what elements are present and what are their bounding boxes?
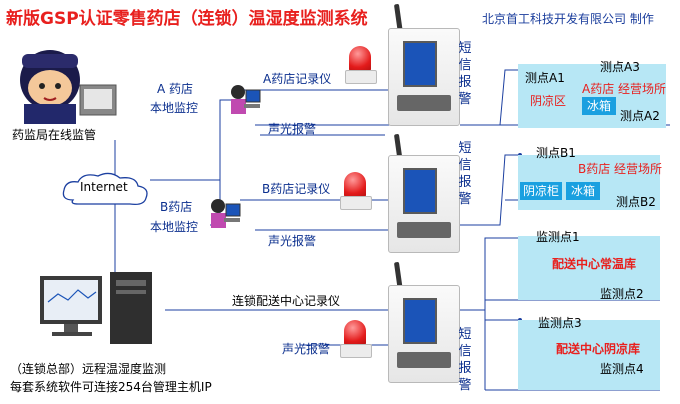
hq-label-line2: 每套系统软件可连接254台管理主机IP (10, 380, 212, 394)
monitor-point-4-label: 监测点4 (600, 362, 644, 376)
monitor-point-3-label: 监测点3 (538, 316, 582, 330)
store-a-local-line1: A 药店 (157, 82, 194, 96)
store-a-sms-alert: 短信报警 (458, 41, 472, 107)
store-b-operator-icon (206, 196, 242, 232)
hq-computer-icon (40, 272, 165, 350)
center-cool-zone (518, 320, 660, 390)
monitor-point-2-label: 监测点2 (600, 287, 644, 301)
center-sms-alert: 短信报警 (458, 327, 472, 393)
store-a-zone-title: A药店 经营场所 (582, 82, 667, 96)
page-title: 新版GSP认证零售药店（连锁）温湿度监测系统 (6, 9, 368, 29)
company-credit: 北京首工科技开发有限公司 制作 (482, 12, 654, 26)
store-b-alarm-label: 声光报警 (268, 234, 317, 248)
internet-cloud-icon (58, 170, 153, 210)
store-b-local-line1: B药店 (160, 200, 193, 214)
point-a1-label: 测点A1 (525, 71, 565, 85)
store-a-alarm-label: 声光报警 (268, 122, 317, 136)
store-b-area-cabinet: 阴凉柜 (520, 182, 562, 200)
store-a-operator-icon (226, 82, 262, 118)
store-b-zone-title: B药店 经营场所 (578, 162, 663, 176)
point-b2-label: 测点B2 (616, 195, 656, 209)
center-recorder-label: 连锁配送中心记录仪 (232, 294, 341, 308)
store-a-recorder-device (388, 28, 460, 126)
store-b-area-fridge: 冰箱 (566, 182, 600, 200)
store-b-recorder-label: B药店记录仪 (262, 182, 331, 196)
center-recorder-device (388, 285, 460, 383)
center-normal-zone-title: 配送中心常温库 (552, 257, 637, 271)
center-alarm-light-icon (340, 320, 372, 360)
store-a-area-fridge: 冰箱 (582, 97, 616, 115)
store-b-recorder-device (388, 155, 460, 253)
center-alarm-label: 声光报警 (282, 342, 331, 356)
store-a-recorder-label: A药店记录仪 (263, 72, 332, 86)
point-a3-label: 测点A3 (600, 60, 640, 74)
store-b-local-line2: 本地监控 (150, 220, 199, 234)
point-b1-label: 测点B1 (536, 146, 576, 160)
center-cool-zone-title: 配送中心阴凉库 (556, 342, 641, 356)
store-b-sms-alert: 短信报警 (458, 141, 472, 207)
regulator-label: 药监局在线监管 (12, 128, 97, 142)
hq-label-line1: （连锁总部）远程温湿度监测 (10, 362, 167, 376)
regulator-officer-icon (10, 40, 120, 125)
store-a-alarm-light-icon (345, 46, 377, 86)
point-a2-label: 测点A2 (620, 109, 660, 123)
internet-label: Internet (80, 180, 128, 194)
store-a-area-cool: 阴凉区 (524, 92, 572, 110)
store-b-alarm-light-icon (340, 172, 372, 212)
center-normal-zone (518, 236, 660, 300)
monitor-point-1-label: 监测点1 (536, 230, 580, 244)
store-a-local-line2: 本地监控 (150, 101, 199, 115)
